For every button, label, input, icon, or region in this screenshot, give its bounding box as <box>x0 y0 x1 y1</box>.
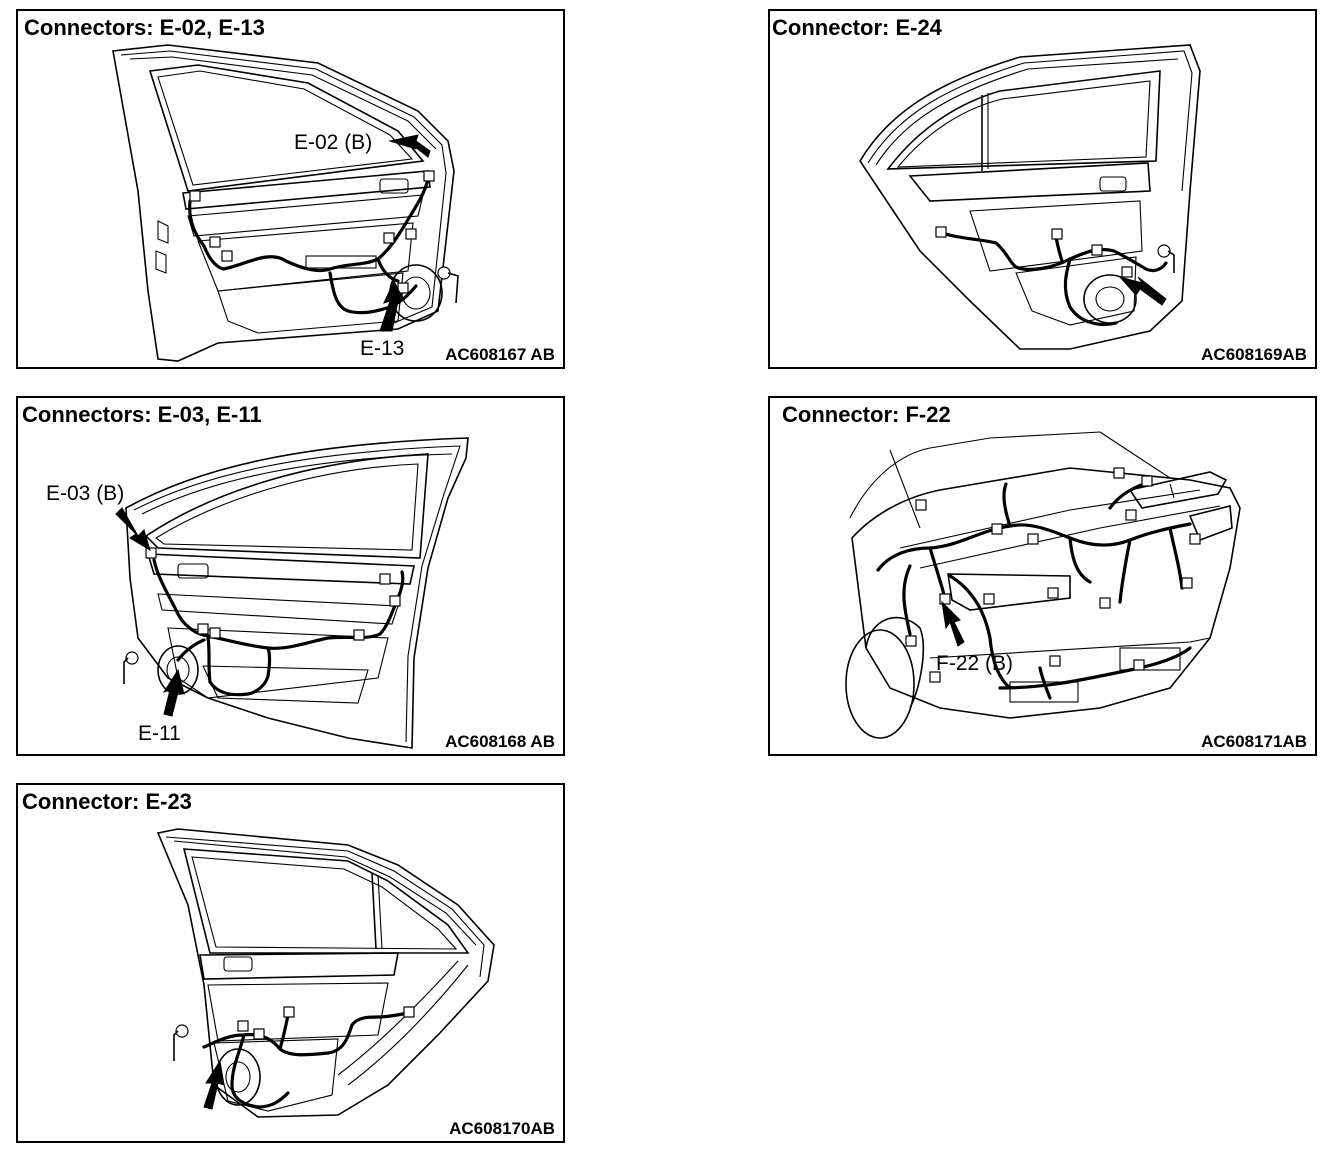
diagram-panel-e24: Connector: E-24 AC608169AB <box>768 9 1317 369</box>
figure-code: AC608168 AB <box>445 732 555 751</box>
panel-title: Connectors: E-02, E-13 <box>24 15 265 40</box>
callout-label: E-03 (B) <box>46 482 125 505</box>
callout-label: F-22 (B) <box>936 652 1014 675</box>
callout-label: E-02 (B) <box>294 131 373 154</box>
callout-label: E-13 <box>360 337 405 360</box>
diagram-panel-e03-e11: Connectors: E-03, E-11 E-03 (B) E-11 AC6… <box>16 396 565 756</box>
panel-title: Connectors: E-03, E-11 <box>22 402 262 427</box>
figure-code: AC608169AB <box>1201 345 1307 364</box>
diagram-panel-e02-e13: Connectors: E-02, E-13 E-02 (B) E-13 AC6… <box>16 9 565 369</box>
callout-label: E-11 <box>138 722 181 745</box>
figure-code: AC608167 AB <box>445 345 555 364</box>
panel-title: Connector: E-23 <box>22 789 192 814</box>
rear-door-right-illustration <box>859 44 1201 350</box>
figure-code: AC608171AB <box>1201 732 1307 751</box>
figure-code: AC608170AB <box>449 1119 555 1138</box>
rear-door-left-illustration <box>156 828 495 1118</box>
panel-title: Connector: E-24 <box>772 15 942 40</box>
diagram-panel-f22: Connector: F-22 F-22 (B) AC608171AB <box>768 396 1317 756</box>
diagram-panel-e23: Connector: E-23 AC608170AB <box>16 783 565 1143</box>
front-door-left-illustration <box>112 44 459 362</box>
rear-body-harness-illustration <box>845 431 1241 739</box>
panel-title: Connector: F-22 <box>782 402 951 427</box>
front-door-right-illustration <box>115 437 469 749</box>
